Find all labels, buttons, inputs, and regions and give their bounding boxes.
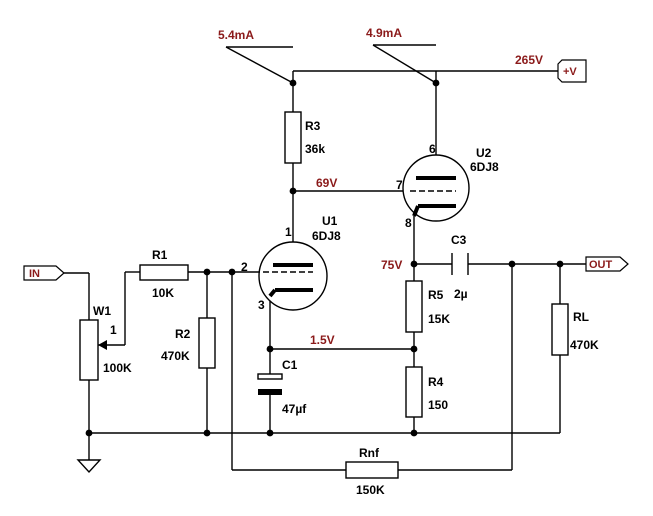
rl-resistor <box>551 303 569 356</box>
u2-pin-grid: 7 <box>396 178 403 192</box>
r3-name: R3 <box>305 119 321 133</box>
u2-pin-plate: 6 <box>429 142 436 156</box>
r1-value: 10K <box>152 286 174 300</box>
rl-name: RL <box>573 310 589 324</box>
u2-triode-tube <box>402 154 470 222</box>
r4-value: 150 <box>428 398 448 412</box>
u1-type: 6DJ8 <box>312 229 341 243</box>
c1-value: 47µf <box>282 402 307 416</box>
junctions <box>85 79 564 437</box>
node-69v-label: 69V <box>316 176 337 190</box>
w1-potentiometer <box>79 319 107 381</box>
c3-value: 2µ <box>454 287 468 301</box>
r1-resistor <box>139 264 189 281</box>
rnf-resistor <box>345 461 399 479</box>
u1-pin-plate: 1 <box>285 225 292 239</box>
r4-resistor <box>405 366 423 418</box>
node-75v-label: 75V <box>381 258 402 272</box>
r5-name: R5 <box>428 288 444 302</box>
rl-value: 470K <box>570 338 599 352</box>
current-left-label: 5.4mA <box>218 28 254 42</box>
w1-name: W1 <box>93 304 111 318</box>
u1-pin-grid: 2 <box>241 260 248 274</box>
supply-voltage-label: 265V <box>515 53 543 67</box>
r5-resistor <box>405 280 423 333</box>
current-right-label: 4.9mA <box>366 26 402 40</box>
wires <box>64 44 586 471</box>
in-port-label: IN <box>29 268 40 280</box>
ground-symbol <box>76 459 102 474</box>
r3-value: 36k <box>305 142 325 156</box>
node-1-5v-label: 1.5V <box>310 333 335 347</box>
r3-resistor <box>284 111 302 164</box>
r2-value: 470K <box>161 349 190 363</box>
r2-name: R2 <box>175 327 191 341</box>
out-port-label: OUT <box>589 259 613 271</box>
u2-pin-cathode: 8 <box>405 216 412 230</box>
r5-value: 15K <box>428 312 450 326</box>
u1-name: U1 <box>322 214 338 228</box>
supply-port: +V <box>557 59 587 83</box>
in-port: IN <box>23 265 65 281</box>
rnf-value: 150K <box>356 483 385 497</box>
u1-triode-tube <box>254 241 328 311</box>
u2-name: U2 <box>476 146 492 160</box>
rnf-name: Rnf <box>359 446 380 460</box>
r2-resistor <box>198 317 216 369</box>
c3-capacitor <box>451 253 469 275</box>
w1-value: 100K <box>103 361 132 375</box>
u1-pin-cathode: 3 <box>258 298 265 312</box>
u2-type: 6DJ8 <box>470 160 499 174</box>
c3-name: C3 <box>451 233 467 247</box>
w1-pin: 1 <box>110 323 117 337</box>
out-port: OUT <box>585 256 629 272</box>
r1-name: R1 <box>152 248 168 262</box>
supply-port-label: +V <box>563 66 577 78</box>
r4-name: R4 <box>428 375 444 389</box>
c1-capacitor <box>257 373 283 395</box>
c1-name: C1 <box>282 358 298 372</box>
